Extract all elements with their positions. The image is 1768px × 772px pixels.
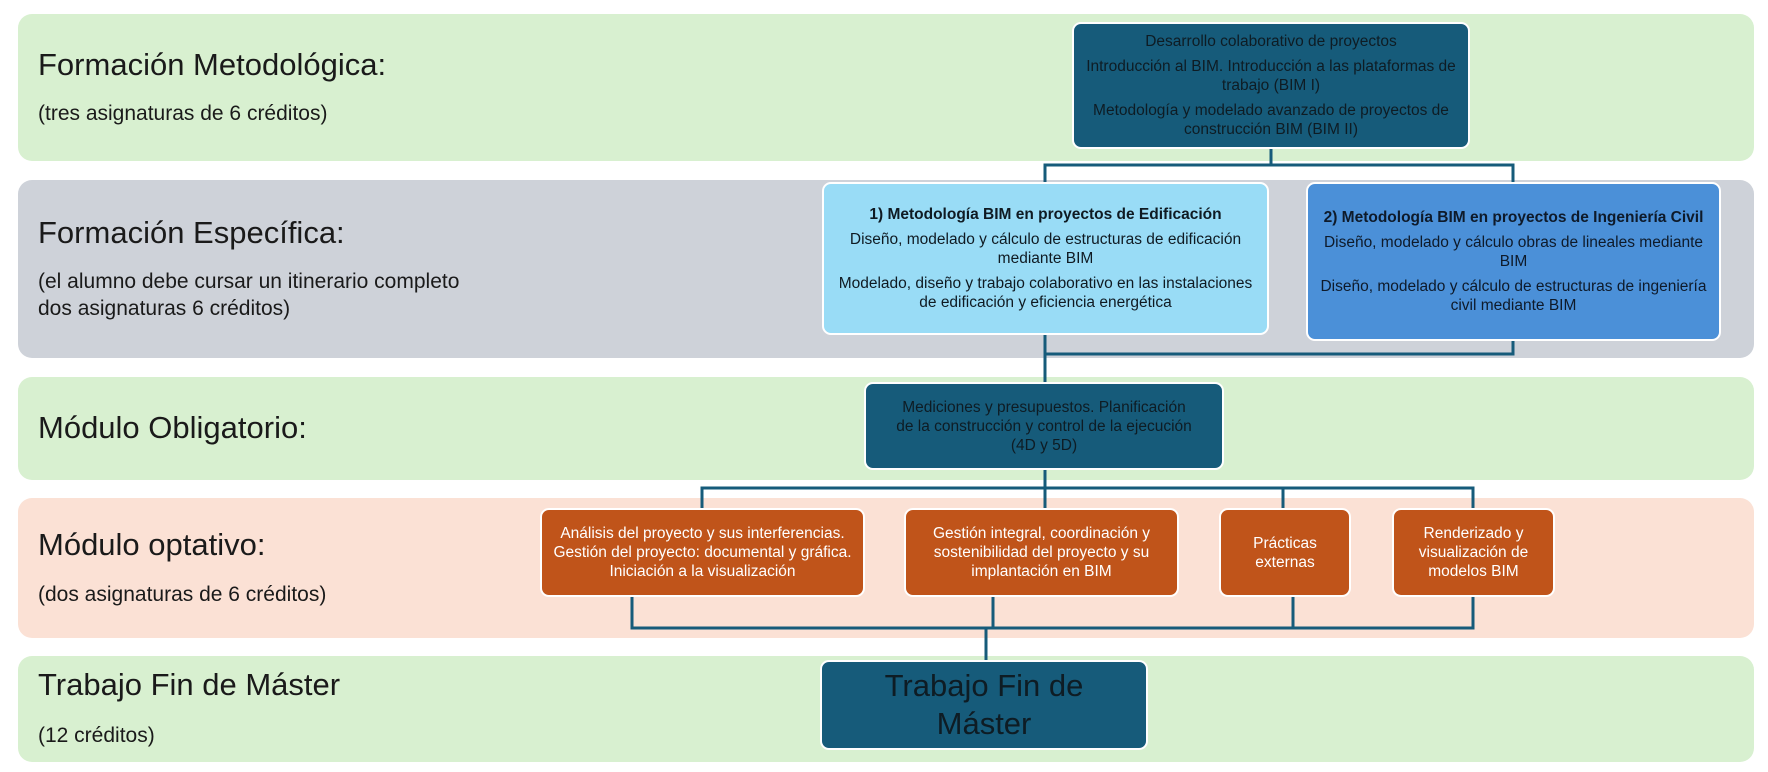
- row-title-tfm: Trabajo Fin de Máster: [38, 667, 341, 702]
- box-trabajo-fin-master: Trabajo Fin de Máster: [820, 660, 1148, 750]
- tfm-label: Trabajo Fin de Máster: [884, 668, 1084, 741]
- box-optativa-renderizado: Renderizado y visualización de modelos B…: [1392, 508, 1555, 597]
- row-subtitle-tfm: (12 créditos): [38, 724, 155, 747]
- row-subtitle-especifica: (el alumno debe cursar un itinerario com…: [38, 270, 460, 320]
- subject-obras-lineales: Diseño, modelado y cálculo obras de line…: [1323, 234, 1704, 270]
- row-title-obligatorio: Módulo Obligatorio:: [38, 410, 307, 445]
- row-title-optativo: Módulo optativo:: [38, 527, 266, 562]
- subject-renderizado: Renderizado y visualización de modelos B…: [1418, 525, 1529, 580]
- row-subtitle-optativo: (dos asignaturas de 6 créditos): [38, 583, 327, 606]
- subject-bim-i: Introducción al BIM. Introducción a las …: [1086, 58, 1456, 94]
- box-itinerario-edificacion: 1) Metodología BIM en proyectos de Edifi…: [822, 182, 1269, 335]
- row-subtitle-metodologica: (tres asignaturas de 6 créditos): [38, 102, 328, 125]
- subject-mediciones-presupuestos: Mediciones y presupuestos. Planificación…: [896, 398, 1192, 454]
- box-modulo-obligatorio: Mediciones y presupuestos. Planificación…: [864, 382, 1224, 470]
- subject-bim-ii: Metodología y modelado avanzado de proye…: [1093, 102, 1449, 138]
- subject-instalaciones-edificacion: Modelado, diseño y trabajo colaborativo …: [838, 275, 1253, 311]
- row-title-especifica: Formación Específica:: [38, 215, 345, 250]
- box-formacion-metodologica: Desarrollo colaborativo de proyectos Int…: [1072, 22, 1470, 149]
- box-itinerario-ingenieria-civil: 2) Metodología BIM en proyectos de Ingen…: [1306, 182, 1721, 341]
- itinerario-civil-heading: 2) Metodología BIM en proyectos de Ingen…: [1323, 209, 1704, 226]
- row-title-metodologica: Formación Metodológica:: [38, 47, 387, 82]
- subject-gestion-integral: Gestión integral, coordinación y sosteni…: [932, 525, 1151, 580]
- itinerario-edificacion-heading: 1) Metodología BIM en proyectos de Edifi…: [869, 206, 1222, 223]
- box-optativa-practicas: Prácticas externas: [1219, 508, 1351, 597]
- subject-analisis-proyecto: Análisis del proyecto y sus interferenci…: [553, 525, 852, 580]
- subject-practicas-externas: Prácticas externas: [1253, 534, 1317, 571]
- box-optativa-analisis: Análisis del proyecto y sus interferenci…: [540, 508, 865, 597]
- subject-desarrollo-colaborativo: Desarrollo colaborativo de proyectos: [1145, 33, 1397, 50]
- subject-estructuras-civil: Diseño, modelado y cálculo de estructura…: [1320, 278, 1707, 314]
- subject-estructuras-edificacion: Diseño, modelado y cálculo de estructura…: [849, 231, 1242, 267]
- box-optativa-gestion: Gestión integral, coordinación y sosteni…: [904, 508, 1179, 597]
